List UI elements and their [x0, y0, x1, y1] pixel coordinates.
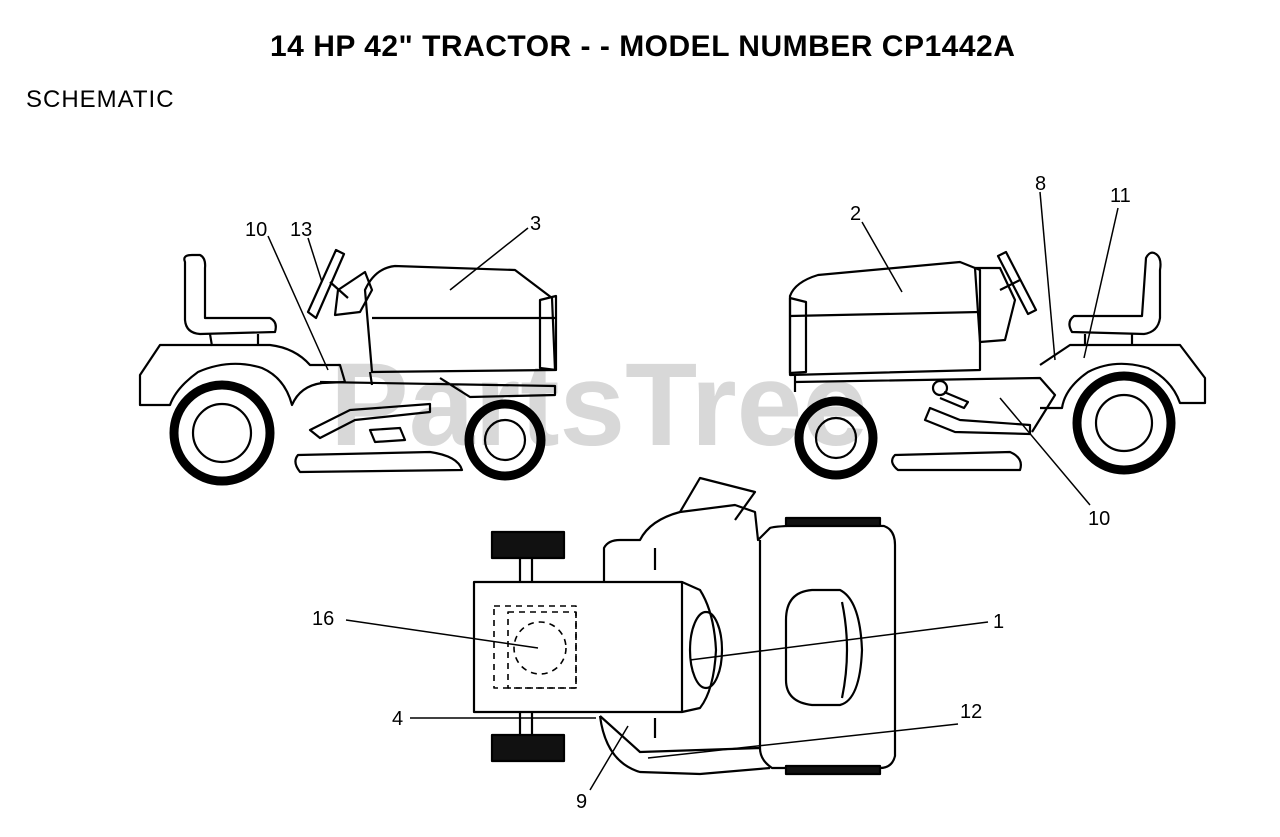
front-wheel — [794, 396, 878, 480]
front-tire — [784, 764, 882, 776]
steering-wheel — [306, 248, 346, 320]
callout-16: 16 — [312, 608, 334, 630]
steering-wheel — [996, 250, 1038, 316]
hood — [363, 264, 557, 374]
callout-10-right: 10 — [1088, 508, 1110, 530]
callout-1: 1 — [993, 611, 1004, 633]
callout-4: 4 — [392, 708, 403, 730]
rear-body — [472, 580, 684, 714]
page-title: 14 HP 42" TRACTOR - - MODEL NUMBER CP144… — [270, 30, 1016, 63]
rear-fender — [1039, 343, 1207, 410]
mower-deck — [598, 715, 771, 776]
rear-tire — [490, 530, 566, 560]
mower-deck — [891, 450, 1022, 472]
frame — [319, 377, 557, 399]
hood-top — [784, 588, 864, 707]
body-outline — [599, 503, 897, 770]
callout-11: 11 — [1110, 185, 1131, 207]
mower-deck — [294, 450, 464, 474]
front-tire — [784, 516, 882, 528]
callout-12: 12 — [960, 701, 982, 723]
tractor-top-view — [472, 476, 897, 776]
callout-10-left: 10 — [245, 219, 267, 241]
section-label: SCHEMATIC — [26, 86, 175, 113]
rear-fender — [138, 343, 347, 407]
callout-13: 13 — [290, 219, 312, 241]
seat — [1068, 251, 1162, 336]
seat — [183, 253, 277, 336]
callout-8: 8 — [1035, 173, 1046, 195]
leader-lines — [267, 191, 1119, 791]
callout-3: 3 — [530, 213, 541, 235]
tractor-left-view — [138, 248, 558, 486]
callout-2: 2 — [850, 203, 861, 225]
rear-tire — [490, 733, 566, 763]
frame — [794, 376, 1057, 433]
front-wheel — [464, 399, 546, 481]
callout-9: 9 — [576, 791, 587, 813]
rear-wheel — [1072, 371, 1176, 475]
hood — [788, 260, 982, 377]
rear-wheel — [169, 380, 275, 486]
